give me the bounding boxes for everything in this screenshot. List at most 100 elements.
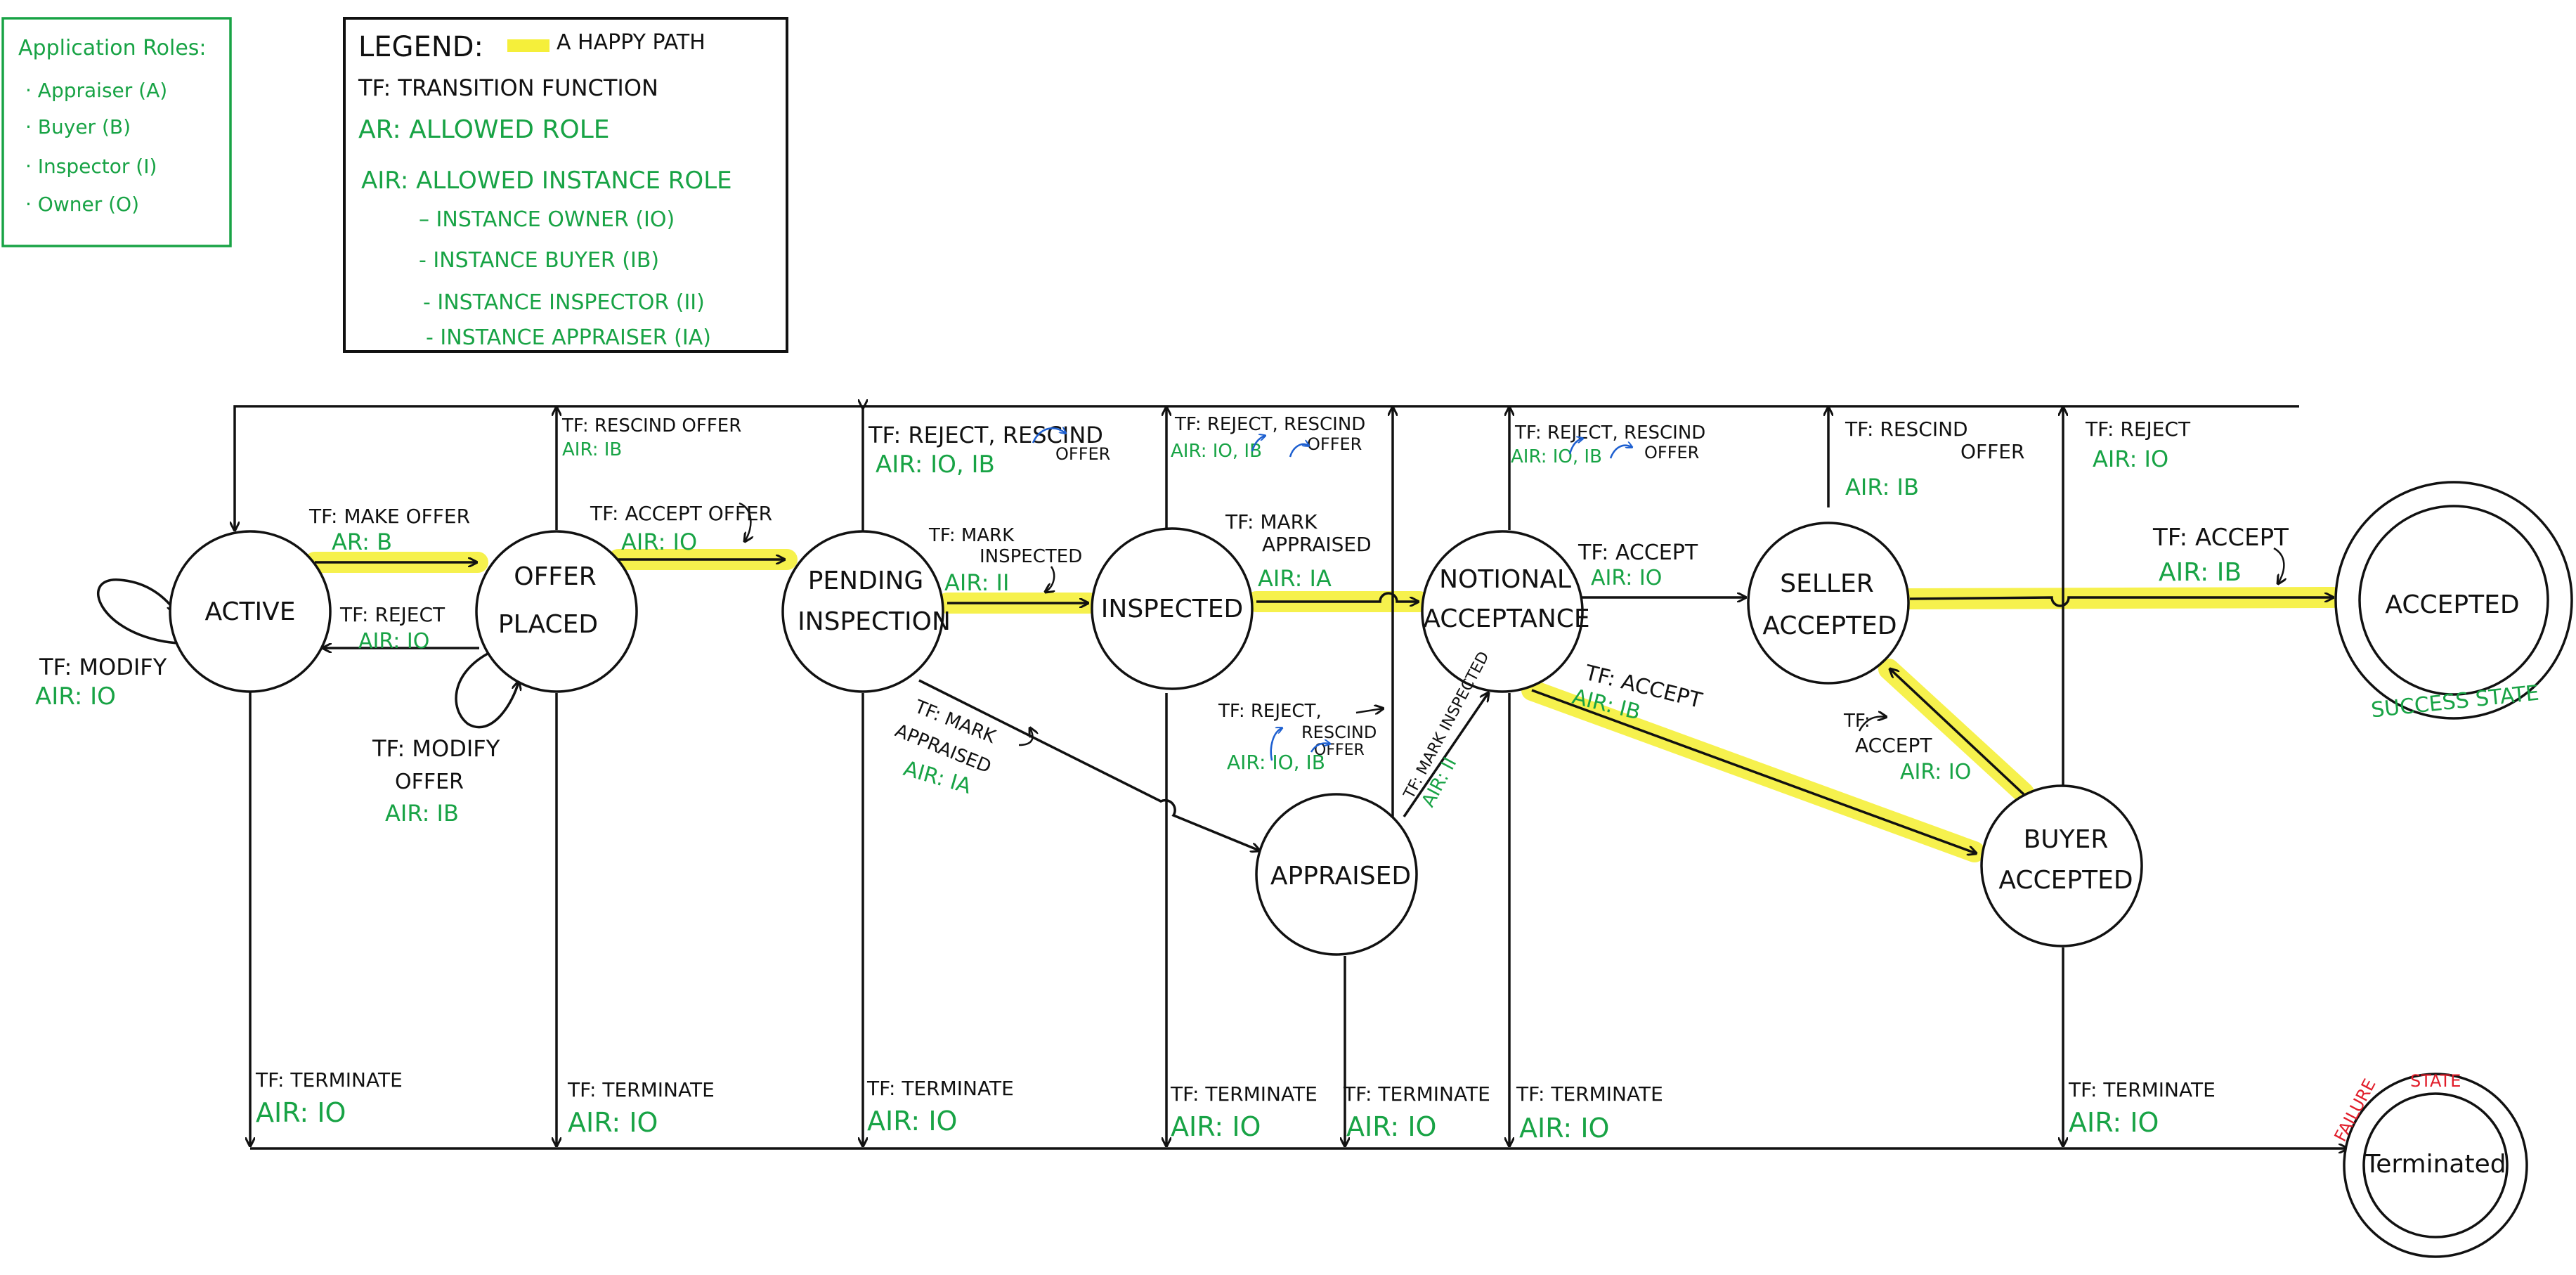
mark-appraised-role: AIR: IA	[1258, 565, 1332, 592]
state-terminated-label: Terminated	[2364, 1150, 2506, 1179]
terminate-6-tf: TF: TERMINATE	[1516, 1082, 1663, 1106]
terminate-5-role: AIR: IO	[1346, 1111, 1436, 1142]
terminate-5-tf: TF: TERMINATE	[1343, 1082, 1490, 1106]
make-offer-tf: TF: MAKE OFFER	[308, 505, 470, 528]
terminate-7-tf: TF: TERMINATE	[2068, 1078, 2216, 1101]
state-offer-placed: OFFER PLACED	[475, 530, 638, 693]
mark-appraised-tf-1: TF: MARK	[1225, 510, 1318, 533]
state-inspected: INSPECTED	[1091, 527, 1254, 690]
mark-inspected-tf-1: TF: MARK	[928, 525, 1015, 546]
active-modify-tf: TF: MODIFY	[39, 654, 167, 680]
seller-rescind-tf-1: TF: RESCIND	[1845, 418, 1968, 441]
state-seller-accepted: SELLER ACCEPTED	[1747, 522, 1910, 685]
reject-to-active-role: AIR: IO	[358, 629, 429, 654]
state-seller-label-2: ACCEPTED	[1762, 611, 1897, 640]
legend-instance-owner: – INSTANCE OWNER (IO)	[419, 207, 675, 232]
state-notional-acceptance: NOTIONAL ACCEPTANCE	[1421, 530, 1590, 693]
accept-offer-role: AIR: IO	[621, 529, 697, 555]
seller-rescind-role: AIR: IB	[1845, 474, 1919, 500]
terminate-3-role: AIR: IO	[867, 1106, 957, 1137]
role-appraiser: · Appraiser (A)	[25, 79, 167, 102]
state-appraised: APPRAISED	[1255, 793, 1418, 956]
legend-title: LEGEND:	[358, 31, 483, 63]
modify-offer-tf-2: OFFER	[395, 770, 464, 794]
inspected-reject-rescind-tf-2: OFFER	[1307, 434, 1362, 454]
appraised-reject-rescind-tf-2: RESCIND	[1301, 723, 1377, 742]
appraised-reject-rescind-tf-1: TF: REJECT,	[1218, 701, 1322, 722]
rescind-offer-top-role: AIR: IB	[562, 439, 622, 460]
legend-happy-path: A HAPPY PATH	[557, 30, 705, 55]
application-roles-box: Application Roles: · Appraiser (A) · Buy…	[1, 17, 232, 247]
state-accepted-label: ACCEPTED	[2385, 590, 2519, 619]
top-reject-tf: TF: REJECT	[2085, 418, 2191, 441]
role-owner: · Owner (O)	[25, 193, 139, 216]
state-pending-inspection: PENDING INSPECTION	[781, 530, 951, 693]
state-notional-label-1: NOTIONAL	[1439, 565, 1571, 594]
state-appraised-label: APPRAISED	[1270, 862, 1411, 891]
mark-inspected-tf-2: INSPECTED	[980, 546, 1082, 567]
roles-title: Application Roles:	[18, 36, 207, 60]
state-accepted: ACCEPTED SUCCESS STATE	[2334, 481, 2573, 723]
rescind-offer-top-tf: TF: RESCIND OFFER	[561, 415, 741, 436]
mark-appraised-tf-2: APPRAISED	[1262, 533, 1372, 556]
appraised-reject-rescind-role: AIR: IO, IB	[1227, 751, 1325, 774]
buyer-to-seller-accept-role: AIR: IO	[1900, 760, 1971, 784]
notional-accept-seller-tf: TF: ACCEPT	[1578, 541, 1698, 565]
legend-air: AIR: ALLOWED INSTANCE ROLE	[361, 167, 732, 195]
terminate-1-role: AIR: IO	[256, 1097, 346, 1128]
inspected-reject-rescind-tf-1: TF: REJECT, RESCIND	[1174, 414, 1365, 435]
make-offer-role: AR: B	[332, 529, 392, 555]
state-offer-placed-label-2: PLACED	[498, 610, 598, 639]
transition-labels: TF: MODIFY AIR: IO TF: MAKE OFFER AR: B …	[35, 414, 2289, 1144]
pending-reject-rescind-role: AIR: IO, IB	[876, 451, 995, 479]
state-offer-placed-label-1: OFFER	[514, 562, 597, 591]
terminate-1-tf: TF: TERMINATE	[255, 1068, 403, 1092]
pending-reject-rescind-tf-2: OFFER	[1055, 444, 1110, 464]
state-inspected-label: INSPECTED	[1101, 595, 1243, 623]
state-seller-label-1: SELLER	[1780, 569, 1873, 598]
state-pending-inspection-label-1: PENDING	[808, 567, 924, 595]
top-return-bus	[235, 406, 2299, 860]
notional-reject-rescind-role: AIR: IO, IB	[1511, 446, 1602, 467]
terminate-4-tf: TF: TERMINATE	[1170, 1082, 1318, 1106]
state-notional-label-2: ACCEPTANCE	[1423, 604, 1589, 633]
final-accept-role: AIR: IB	[2159, 558, 2242, 587]
inspected-reject-rescind-role: AIR: IO, IB	[1171, 441, 1262, 462]
state-active: ACTIVE	[169, 530, 332, 693]
legend-instance-buyer: - INSTANCE BUYER (IB)	[419, 248, 659, 273]
accept-offer-tf: TF: ACCEPT OFFER	[590, 502, 772, 525]
final-accept-tf: TF: ACCEPT	[2152, 524, 2289, 552]
state-pending-inspection-label-2: INSPECTION	[798, 607, 951, 636]
reject-to-active-tf: TF: REJECT	[339, 603, 445, 626]
legend-box: LEGEND: A HAPPY PATH TF: TRANSITION FUNC…	[343, 17, 788, 353]
legend-instance-appraiser: - INSTANCE APPRAISER (IA)	[426, 325, 711, 350]
buyer-to-seller-accept-tf-2: ACCEPT	[1855, 734, 1932, 757]
legend-tf: TF: TRANSITION FUNCTION	[358, 75, 658, 101]
terminate-4-role: AIR: IO	[1171, 1111, 1261, 1142]
terminate-3-tf: TF: TERMINATE	[866, 1077, 1014, 1100]
notional-reject-rescind-tf-1: TF: REJECT, RESCIND	[1514, 422, 1705, 444]
modify-offer-role: AIR: IB	[385, 800, 459, 827]
legend-instance-inspector: - INSTANCE INSPECTOR (II)	[423, 290, 705, 315]
seller-rescind-tf-2: OFFER	[1960, 440, 2024, 463]
mark-inspected-role: AIR: II	[944, 569, 1009, 596]
pointer-arrows	[739, 428, 2284, 761]
legend-happy-swatch	[507, 39, 549, 52]
legend-ar: AR: ALLOWED ROLE	[358, 115, 610, 144]
buyer-to-seller-accept-tf-1: TF:	[1843, 711, 1871, 732]
failure-tag-2: STATE	[2410, 1071, 2461, 1091]
role-buyer: · Buyer (B)	[25, 115, 131, 138]
state-active-label: ACTIVE	[204, 597, 295, 626]
state-buyer-accepted: BUYER ACCEPTED	[1980, 784, 2143, 947]
active-modify-role: AIR: IO	[35, 682, 116, 711]
terminate-2-tf: TF: TERMINATE	[567, 1078, 715, 1101]
transition-arrows	[97, 559, 2333, 853]
terminate-7-role: AIR: IO	[2069, 1107, 2159, 1138]
pending-reject-rescind-tf-1: TF: REJECT, RESCIND	[868, 422, 1103, 448]
state-buyer-label-2: ACCEPTED	[1998, 866, 2133, 895]
notional-accept-seller-role: AIR: IO	[1591, 566, 1662, 590]
bottom-terminate-bus	[250, 690, 2347, 1148]
notional-reject-rescind-tf-2: OFFER	[1644, 443, 1699, 462]
modify-offer-tf-1: TF: MODIFY	[372, 735, 500, 762]
state-terminated: Terminated FAILURE STATE	[2331, 1071, 2528, 1258]
